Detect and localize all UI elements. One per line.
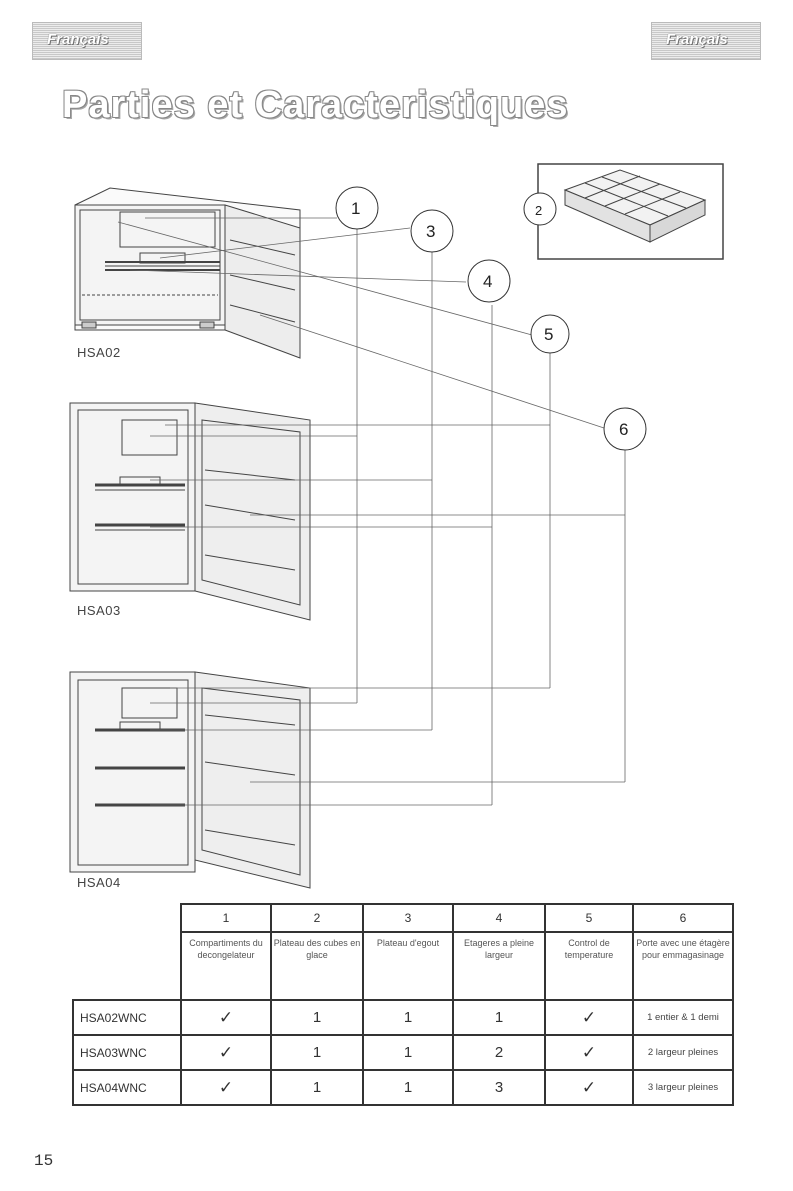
language-tab-left: Français	[32, 22, 142, 60]
leader-lines	[117, 217, 626, 806]
callout-label-2: 2	[535, 203, 542, 218]
col-number-4: 4	[452, 903, 546, 933]
table-row: HSA04WNC ✓ 1 1 3 ✓ 3 largeur pleines	[72, 1069, 734, 1106]
callout-circle-4	[467, 259, 511, 303]
callout-circle-1	[335, 186, 379, 230]
col-number-2: 2	[270, 903, 364, 933]
cell-value: 1	[362, 1034, 454, 1071]
page-number: 15	[34, 1152, 54, 1170]
check-icon: ✓	[544, 1069, 634, 1106]
language-label: Français	[666, 31, 728, 48]
col-desc-3: Plateau d'egout	[362, 931, 454, 1001]
col-desc-6: Porte avec une étagère pour emmagasinage	[632, 931, 734, 1001]
callout-circle-3	[410, 209, 454, 253]
cell-value: 3	[452, 1069, 546, 1106]
page-title: Parties et Caracteristiques	[62, 84, 569, 126]
model-label-hsa02: HSA02	[77, 345, 121, 360]
row-model: HSA03WNC	[72, 1034, 182, 1071]
check-icon: ✓	[180, 1034, 272, 1071]
cell-value: 1	[362, 1069, 454, 1106]
col-desc-1: Compartiments du decongelateur	[180, 931, 272, 1001]
col-desc-5: Control de temperature	[544, 931, 634, 1001]
row-model: HSA02WNC	[72, 999, 182, 1036]
cell-value: 3 largeur pleines	[632, 1069, 734, 1106]
col-desc-4: Etageres a pleine largeur	[452, 931, 546, 1001]
fridge-hsa04-illustration	[69, 671, 311, 889]
callout-circle-5	[530, 314, 570, 354]
cell-value: 1	[362, 999, 454, 1036]
cell-value: 1	[270, 1034, 364, 1071]
ice-tray-illustration	[537, 163, 724, 260]
table-row: HSA02WNC ✓ 1 1 1 ✓ 1 entier & 1 demi	[72, 999, 734, 1036]
col-number-1: 1	[180, 903, 272, 933]
col-desc-2: Plateau des cubes en glace	[270, 931, 364, 1001]
cell-value: 1	[270, 999, 364, 1036]
fridge-hsa02-illustration	[74, 187, 301, 359]
table-row: HSA03WNC ✓ 1 1 2 ✓ 2 largeur pleines	[72, 1034, 734, 1071]
model-label-hsa03: HSA03	[77, 603, 121, 618]
cell-value: 2 largeur pleines	[632, 1034, 734, 1071]
fridge-hsa03-illustration	[69, 402, 311, 621]
callout-circle-2	[523, 192, 557, 226]
language-label: Français	[47, 31, 109, 48]
check-icon: ✓	[544, 999, 634, 1036]
callout-label-3: 3	[426, 222, 435, 241]
parts-diagram: 1 2 3 4 5 6	[69, 163, 724, 889]
cell-value: 2	[452, 1034, 546, 1071]
model-label-hsa04: HSA04	[77, 875, 121, 890]
language-tab-right: Français	[651, 22, 761, 60]
check-icon: ✓	[180, 999, 272, 1036]
callout-label-6: 6	[619, 420, 628, 439]
col-number-3: 3	[362, 903, 454, 933]
check-icon: ✓	[544, 1034, 634, 1071]
callout-label-5: 5	[544, 325, 553, 344]
check-icon: ✓	[180, 1069, 272, 1106]
col-number-6: 6	[632, 903, 734, 933]
row-model: HSA04WNC	[72, 1069, 182, 1106]
callout-label-4: 4	[483, 272, 492, 291]
callout-circle-6	[603, 407, 647, 451]
features-table: 1 2 3 4 5 6 Compartiments du decongelate…	[72, 903, 734, 1106]
col-number-5: 5	[544, 903, 634, 933]
cell-value: 1	[270, 1069, 364, 1106]
callout-label-1: 1	[351, 199, 360, 218]
cell-value: 1 entier & 1 demi	[632, 999, 734, 1036]
cell-value: 1	[452, 999, 546, 1036]
